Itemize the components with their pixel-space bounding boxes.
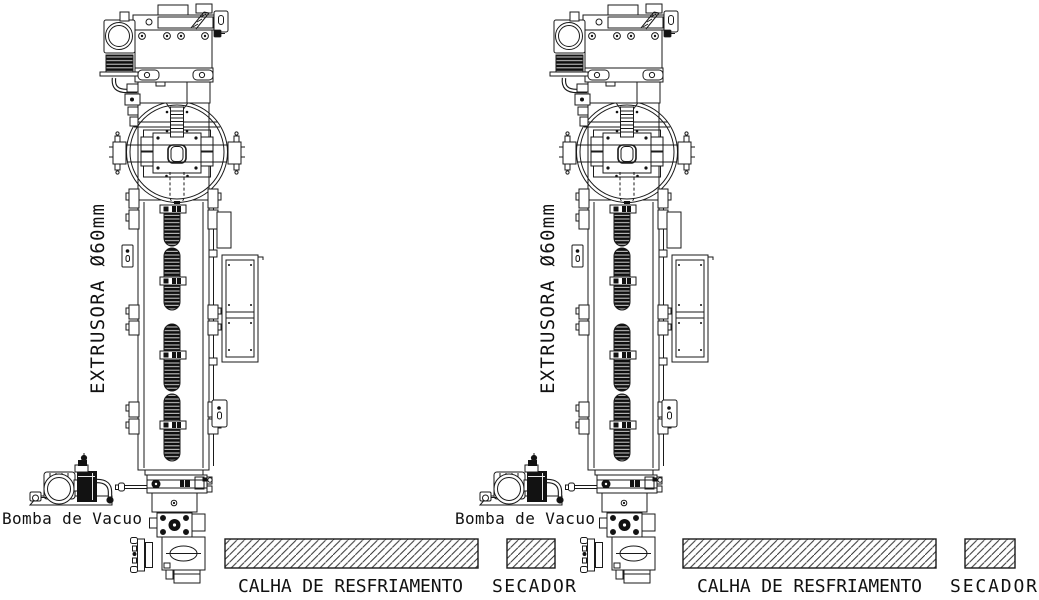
dryer-label-2: SECADOR — [950, 576, 1037, 597]
cooling-trough-label-1: CALHA DE RESFRIAMENTO — [238, 576, 463, 597]
dryer-footprint-2 — [964, 538, 1016, 569]
cooling-trough-footprint-2 — [682, 538, 937, 569]
dryer-label-1: SECADOR — [492, 576, 576, 597]
dryer-footprint-1 — [506, 538, 556, 569]
cooling-trough-footprint-1 — [224, 538, 479, 569]
extruder-machine-1 — [30, 4, 263, 583]
vacuum-pump-label-1: Bomba de Vacuo — [2, 509, 142, 528]
cooling-trough-label-2: CALHA DE RESFRIAMENTO — [697, 576, 922, 597]
extruder-label-2: EXTRUSORA Ø60mm — [537, 204, 559, 394]
vacuum-pump-label-2: Bomba de Vacuo — [455, 509, 595, 528]
extruder-label-1: EXTRUSORA Ø60mm — [87, 204, 109, 394]
extruder-machine-2 — [480, 4, 713, 583]
